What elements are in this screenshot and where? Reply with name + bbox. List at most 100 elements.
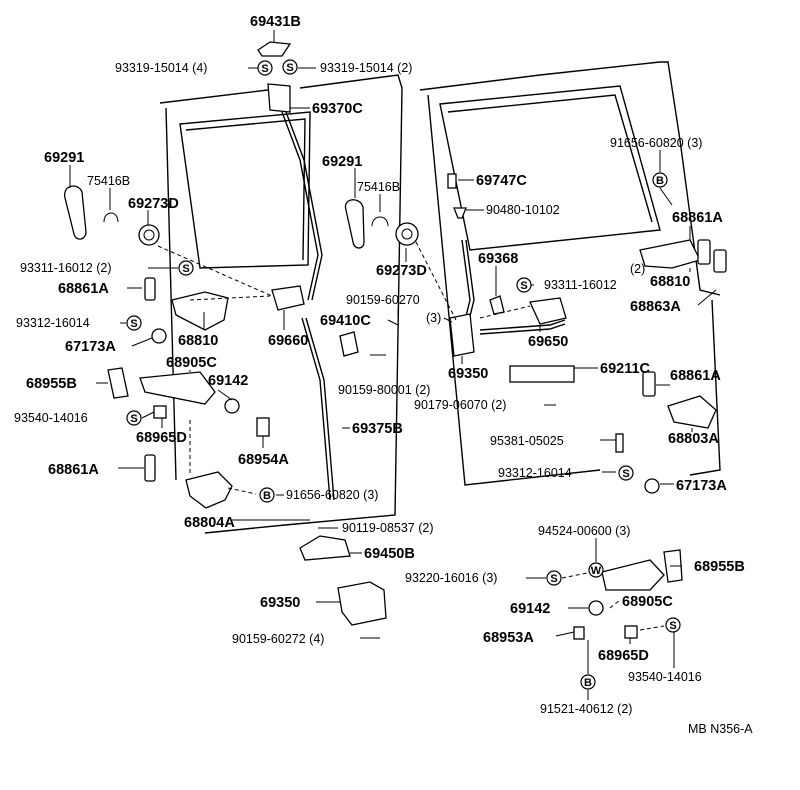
symbol-s [126,410,142,426]
svg-text:B: B [656,175,664,187]
label: 69747C [476,173,527,189]
label: 93311-16012 [544,278,617,292]
svg-text:W: W [591,565,602,577]
part-68861A-d [713,249,727,273]
label: 90179-06070 (2) [414,398,506,412]
symbol-s [516,277,532,293]
label: 90159-60270 [346,293,420,307]
svg-text:B: B [584,677,592,689]
part-69142-right [588,600,604,616]
label: 93220-16016 (3) [405,571,497,585]
label: 68803A [668,431,719,447]
symbol-s [126,315,142,331]
label: 93540-14016 [14,411,88,425]
label: 68863A [630,299,681,315]
part-69370C [267,83,291,113]
part-68965D-right [624,625,638,639]
label: 90119-08537 (2) [342,521,434,535]
label: 91521-40612 (2) [540,702,632,716]
label: 69375B [352,421,403,437]
part-67173A-left [151,328,167,344]
label: 69142 [208,373,248,389]
part-68905C-right [601,559,665,591]
part-69273D-mid [395,222,419,246]
label: 68861A [670,368,721,384]
label: 68905C [622,594,673,610]
svg-text:B: B [263,490,271,502]
right-door-frame [419,61,721,486]
label: 69291 [322,154,362,170]
symbol-w [588,562,604,578]
label: 90159-80001 (2) [338,383,430,397]
part-68803A [667,395,717,429]
part-69273D-left [138,224,160,246]
part-69291-left [64,185,87,240]
label: 91656-60820 (3) [286,488,378,502]
left-door-frame [159,74,403,534]
symbol-s [178,260,194,276]
part-69291-mid [344,199,365,249]
part-68954A [256,417,270,437]
label: 95381-05025 [490,434,564,448]
rods [281,111,566,501]
label: 90159-60272 (4) [232,632,324,646]
svg-text:S: S [520,280,527,292]
label: 68861A [58,281,109,297]
symbol-s [257,60,273,76]
label: 68965D [136,430,187,446]
label: (3) [426,311,441,325]
part-68861A-e [642,371,656,397]
svg-text:S: S [622,468,629,480]
label: 69142 [510,601,550,617]
label: 93311-16012 (2) [20,261,112,275]
part-labels: 69431B 93319-15014 (4) 93319-15014 (2) 6… [14,14,753,736]
svg-text:S: S [669,620,676,632]
label: 75416B [357,180,400,194]
label: 69273D [376,263,427,279]
symbol-s [282,59,298,75]
label: 69660 [268,333,308,349]
part-69431B [257,41,292,57]
part-69410C [339,331,359,357]
label: 69273D [128,196,179,212]
part-68965D-left [153,405,167,419]
label: 67173A [65,339,116,355]
label: 69211C [600,361,651,377]
diagram-ref: MB N356-A [688,722,753,736]
svg-text:S: S [130,318,137,330]
label: 69350 [260,595,300,611]
label: 68804A [184,515,235,531]
part-69747C [447,173,457,189]
label: 93312-16014 [16,316,90,330]
label: 68955B [694,559,745,575]
symbols: S S S S S B S B S W S S B [126,59,681,690]
part-68905C-left [139,371,216,405]
label: 68861A [672,210,723,226]
part-69660 [271,285,305,311]
part-69142-left [224,398,240,414]
part-69368 [489,295,505,315]
label: 75416B [87,174,130,188]
label: 69431B [250,14,301,30]
parts [64,41,727,640]
symbol-b [580,674,596,690]
label: 68810 [650,274,690,290]
part-69211C [509,365,575,383]
symbol-s [618,465,634,481]
symbol-b [259,487,275,503]
label: 68955B [26,376,77,392]
label: 69450B [364,546,415,562]
label: 69368 [478,251,518,267]
symbol-s [546,570,562,586]
label: 68954A [238,452,289,468]
label: 93540-14016 [628,670,702,684]
label: 93312-16014 [498,466,572,480]
label: 94524-00600 (3) [538,524,630,538]
label: 69370C [312,101,363,117]
part-68861A-a [144,277,156,301]
label: 68861A [48,462,99,478]
symbol-s [665,617,681,633]
part-68810-left [171,291,229,331]
